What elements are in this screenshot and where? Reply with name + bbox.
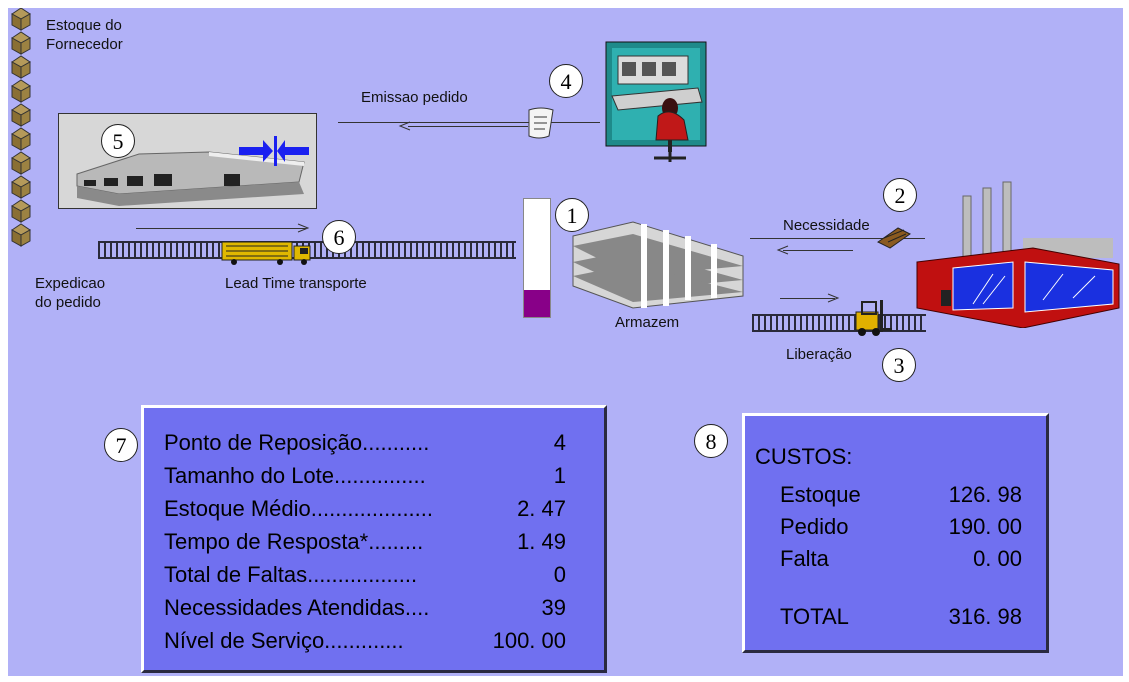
stats-row-value: 4: [553, 430, 566, 455]
costs-total-label: TOTAL: [780, 604, 849, 629]
inventory-gauge: [523, 198, 551, 318]
need-label: Necessidade: [783, 217, 870, 234]
supplier-building-panel: [58, 113, 317, 209]
order-dispatch-label: Expedicao do pedido: [35, 275, 106, 311]
inbound-arrow-icon: [239, 136, 309, 166]
logistics-diagram: Estoque do Fornecedor 5 Emissao pedido 4: [8, 8, 1123, 676]
warehouse-label: Armazem: [615, 314, 680, 331]
need-arrow: [783, 250, 853, 251]
supplier-box: [11, 8, 31, 31]
costs-total-value: 316. 98: [948, 604, 1022, 629]
supplier-box: [11, 55, 31, 79]
stats-row-label: Estoque Médio....................: [164, 496, 434, 521]
release-track: [752, 311, 926, 335]
badge-6: 6: [322, 220, 356, 254]
stats-row-value: 100. 00: [492, 628, 566, 653]
office-worker-icon: [605, 41, 707, 162]
supplier-box: [11, 79, 31, 103]
supplier-box: [11, 103, 31, 127]
order-emission-line: [338, 122, 600, 123]
order-emission-label: Emissao pedido: [361, 89, 468, 106]
inventory-gauge-fill: [524, 289, 550, 317]
stats-row-value: 1: [553, 463, 566, 488]
badge-7: 7: [104, 428, 138, 462]
badge-8: 8: [694, 424, 728, 458]
badge-4: 4: [549, 64, 583, 98]
supplier-stock-label: Estoque do Fornecedor: [46, 17, 123, 53]
warehouse-icon: [572, 221, 744, 309]
cost-row-label: Estoque: [780, 482, 861, 507]
stats-row-value: 39: [541, 595, 566, 620]
order-emission-arrow: [408, 126, 528, 127]
cost-row-label: Falta: [780, 546, 829, 571]
supplier-box: [11, 199, 31, 223]
transport-arrow: [136, 228, 306, 229]
stats-row-label: Total de Faltas..................: [164, 562, 418, 587]
stats-row-label: Tempo de Resposta*.........: [164, 529, 424, 554]
supplier-box: [11, 151, 31, 175]
arrow-right-icon: [297, 223, 310, 233]
truck-icon: [221, 241, 311, 265]
factory-icon: [916, 181, 1120, 328]
costs-title: CUSTOS:: [755, 444, 853, 469]
pallet-icon: [877, 227, 911, 249]
arrow-left-icon: [776, 245, 789, 255]
stats-row-value: 2. 47: [517, 496, 566, 521]
cost-row-label: Pedido: [780, 514, 849, 539]
stats-row-label: Nível de Serviço.............: [164, 628, 404, 653]
badge-2: 2: [883, 178, 917, 212]
release-label: Liberação: [786, 346, 852, 363]
supplier-boxes-icon: [11, 8, 31, 247]
supplier-box: [11, 223, 31, 247]
badge-3: 3: [882, 348, 916, 382]
order-document-icon: [528, 107, 554, 139]
forklift-icon: [855, 300, 892, 336]
stats-row-label: Tamanho do Lote...............: [164, 463, 426, 488]
arrow-left-icon: [398, 121, 411, 131]
supplier-box: [11, 31, 31, 55]
supplier-building-icon: [76, 151, 305, 206]
cost-row-value: 190. 00: [948, 514, 1022, 539]
supplier-box: [11, 175, 31, 199]
cost-row-value: 0. 00: [973, 546, 1022, 571]
costs-panel: CUSTOS: Estoque 126. 98 Pedido 190. 00 Falta…: [742, 413, 1049, 653]
badge-1: 1: [555, 198, 589, 232]
stats-row-value: 0: [553, 562, 566, 587]
release-arrow: [780, 298, 835, 299]
arrow-right-icon: [827, 293, 840, 303]
need-line: [750, 238, 925, 239]
stats-row-label: Ponto de Reposição...........: [164, 430, 430, 455]
cost-row-value: 126. 98: [948, 482, 1022, 507]
stats-row-label: Necessidades Atendidas....: [164, 595, 430, 620]
stats-row-value: 1. 49: [517, 529, 566, 554]
transport-lead-time-label: Lead Time transporte: [225, 275, 367, 292]
badge-5: 5: [101, 124, 135, 158]
supplier-box: [11, 127, 31, 151]
